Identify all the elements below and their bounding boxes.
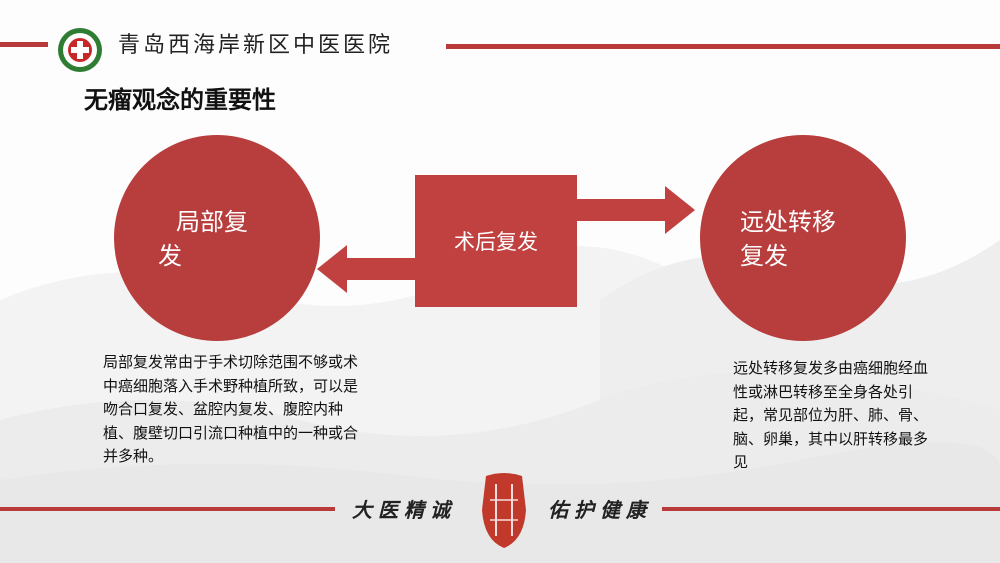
footer-rule-right xyxy=(662,507,1000,511)
hospital-name: 青岛西海岸新区中医医院 xyxy=(118,33,394,58)
local-recurrence-description: 局部复发常由于手术切除范围不够或术中癌细胞落入手术野种植所致，可以是吻合口复发、… xyxy=(103,353,359,465)
hospital-logo-icon xyxy=(58,28,102,72)
postoperative-recurrence-label: 术后复发 xyxy=(454,230,538,254)
distant-metastasis-node: 远处转移 复发 xyxy=(700,135,906,341)
red-seal-icon xyxy=(482,473,526,548)
distant-metastasis-label-line2: 复发 xyxy=(740,242,788,270)
motto-right: 佑护健康 xyxy=(548,498,652,522)
page-title: 无瘤观念的重要性 xyxy=(84,86,276,114)
motto-left: 大医精诚 xyxy=(352,498,456,522)
distant-metastasis-description: 远处转移复发多由癌细胞经血性或淋巴转移至全身各处引起，常见部位为肝、肺、骨、 脑… xyxy=(733,359,929,471)
header-rule-left xyxy=(0,42,48,47)
distant-metastasis-label-line1: 远处转移 xyxy=(740,208,836,236)
local-recurrence-label-line1: 局部复 xyxy=(176,208,248,236)
header-rule-right xyxy=(446,44,1000,49)
postoperative-recurrence-node: 术后复发 xyxy=(415,175,577,307)
local-recurrence-label-line2: 发 xyxy=(158,242,182,270)
footer-rule-left xyxy=(0,507,335,511)
local-recurrence-node: 局部复 发 xyxy=(114,135,320,341)
